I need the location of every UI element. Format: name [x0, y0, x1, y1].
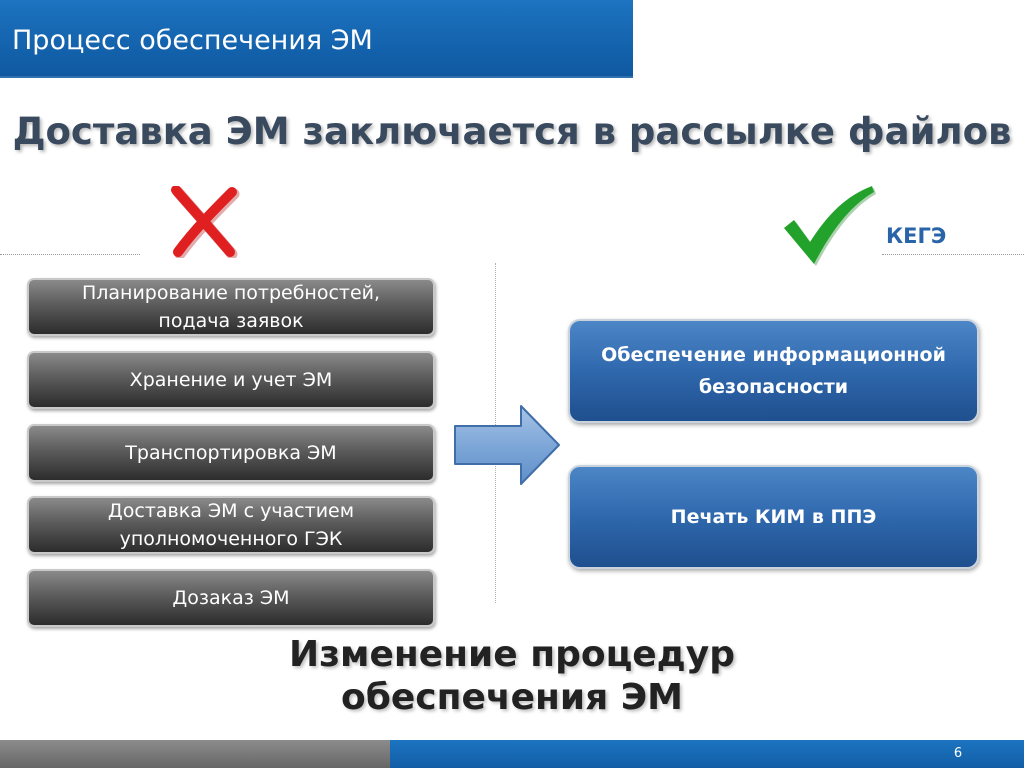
conclusion-line-2: обеспечения ЭМ	[340, 677, 684, 718]
step-storage: Хранение и учет ЭМ	[27, 351, 435, 409]
kege-label: КЕГЭ	[886, 224, 947, 248]
conclusion-line-1: Изменение процедур	[288, 634, 735, 675]
divider-left	[0, 254, 140, 255]
step-planning-line-2: подача заявок	[158, 310, 304, 332]
check-icon	[784, 186, 876, 266]
step-delivery: Доставка ЭМ с участием уполномоченного Г…	[27, 496, 435, 554]
step-print-kim: Печать КИМ в ППЭ	[568, 465, 979, 569]
divider-right	[882, 254, 1024, 255]
step-info-security: Обеспечение информационной безопасности	[568, 319, 979, 423]
step-planning: Планирование потребностей, подача заявок	[27, 278, 435, 336]
step-delivery-line-2: уполномоченного ГЭК	[119, 528, 343, 550]
step-delivery-line-1: Доставка ЭМ с участием	[107, 500, 355, 522]
footer-bar-gray	[0, 740, 390, 768]
step-reorder: Дозаказ ЭМ	[27, 569, 435, 627]
slide-subtitle: Доставка ЭМ заключается в рассылке файло…	[12, 110, 1012, 153]
step-planning-line-1: Планирование потребностей,	[81, 282, 381, 304]
footer-bar-blue	[390, 740, 1024, 768]
slide-title: Процесс обеспечения ЭМ	[12, 25, 373, 56]
conclusion-text: Изменение процедур обеспечения ЭМ	[250, 633, 774, 719]
step-info-security-line-2: безопасности	[698, 376, 849, 398]
cross-icon	[171, 186, 240, 258]
step-info-security-line-1: Обеспечение информационной	[601, 344, 946, 366]
title-bar: Процесс обеспечения ЭМ	[0, 0, 633, 78]
step-reorder-label: Дозаказ ЭМ	[172, 587, 290, 609]
step-storage-label: Хранение и учет ЭМ	[129, 369, 333, 391]
arrow-right-icon	[454, 405, 560, 485]
step-transport-label: Транспортировка ЭМ	[125, 442, 337, 464]
step-transport: Транспортировка ЭМ	[27, 424, 435, 482]
page-number: 6	[953, 746, 963, 761]
step-print-kim-label: Печать КИМ в ППЭ	[670, 506, 877, 528]
